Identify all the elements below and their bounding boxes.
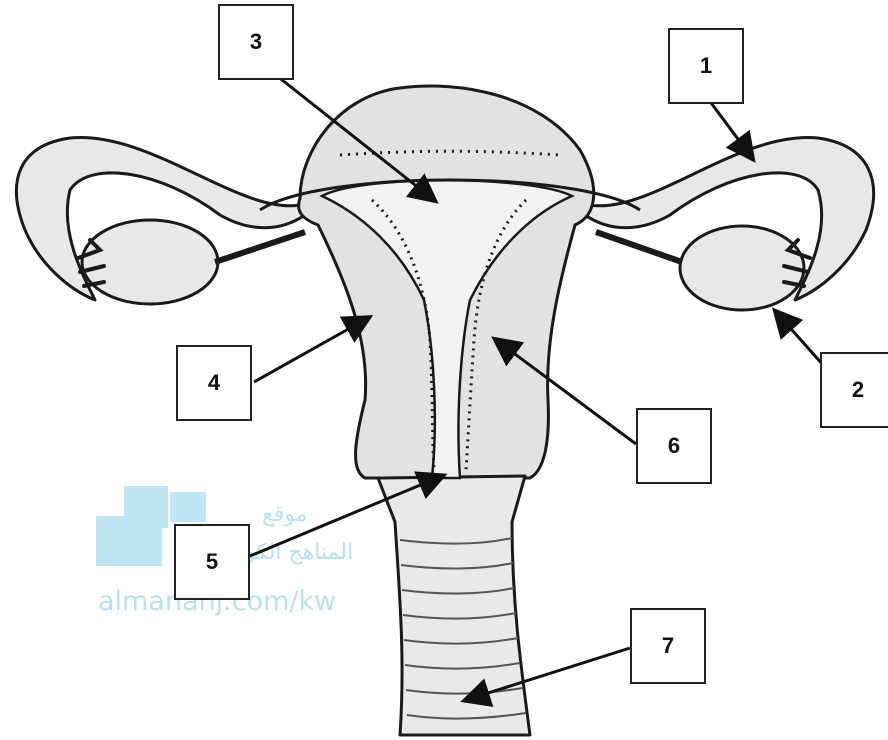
label-4: 4 — [176, 345, 252, 421]
leader-line-5 — [250, 476, 442, 556]
label-5: 5 — [174, 524, 250, 600]
leader-line-1 — [706, 96, 752, 158]
label-2: 2 — [820, 352, 888, 428]
label-3: 3 — [218, 4, 294, 80]
label-6: 6 — [636, 408, 712, 484]
label-1: 1 — [668, 28, 744, 104]
leader-line-4 — [254, 318, 368, 382]
leader-line-2 — [776, 312, 824, 366]
leader-line-6 — [496, 340, 636, 444]
label-7: 7 — [630, 608, 706, 684]
leader-line-3 — [272, 72, 434, 200]
leader-line-7 — [466, 648, 630, 700]
